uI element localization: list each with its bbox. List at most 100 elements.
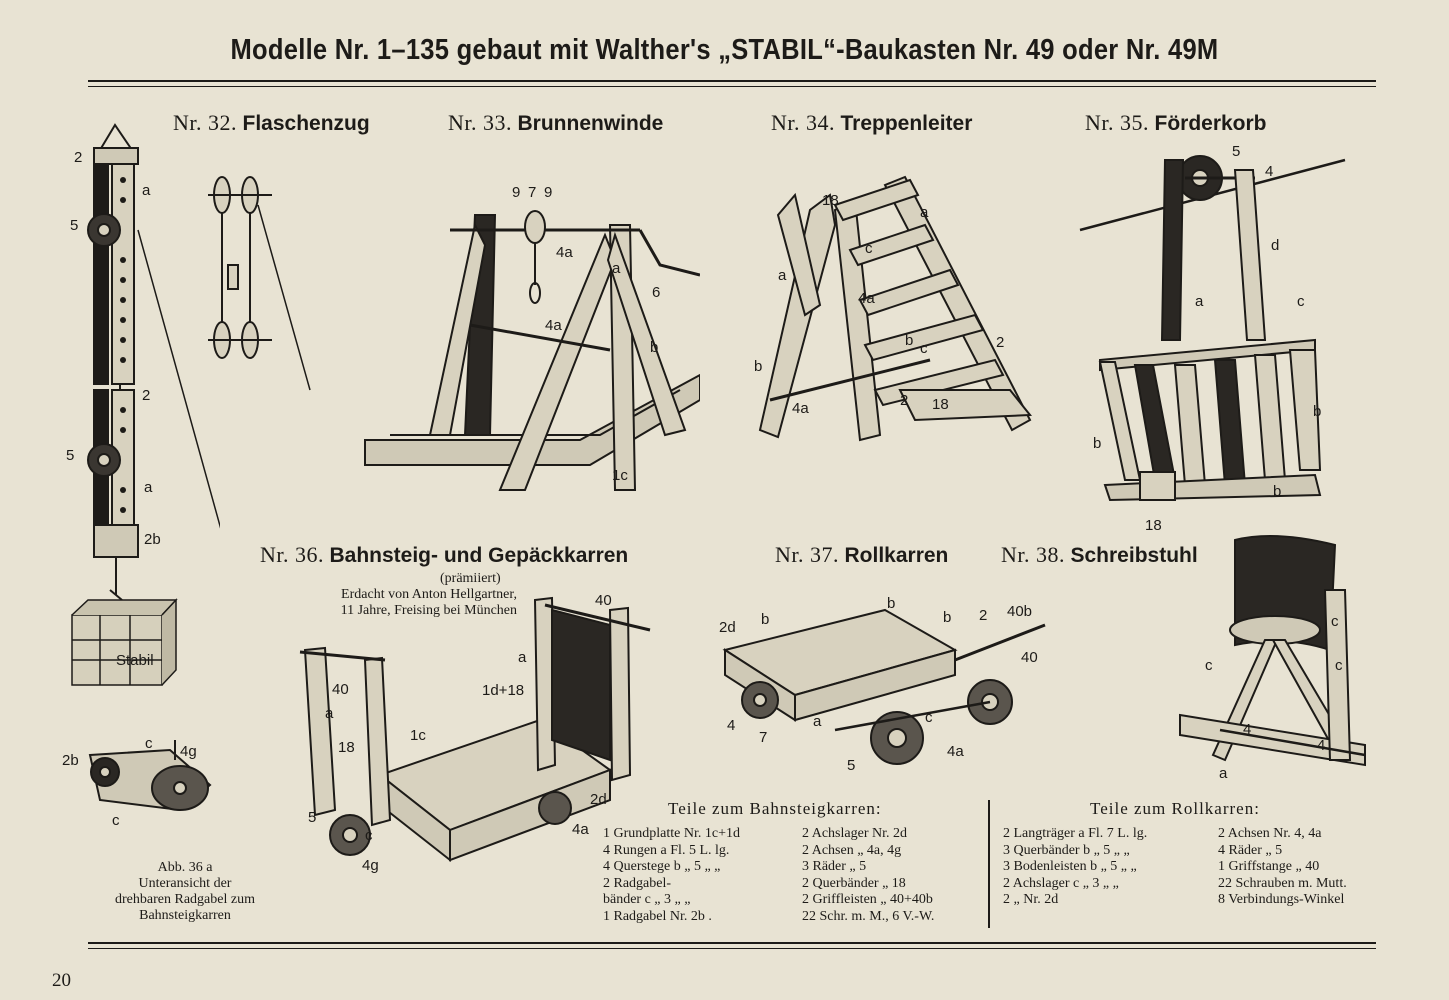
foerderkorb-label-c: c [1297, 293, 1305, 310]
model-36-title: Nr. 36. Bahnsteig- und Gepäckkarren [260, 542, 629, 567]
rollkarren-label-b3: b [943, 609, 951, 626]
top-rule-thin [88, 86, 1376, 87]
box-stabil-label: Stabil [116, 652, 154, 669]
model-34-title: Nr. 34. Treppenleiter [771, 110, 973, 135]
flaschenzug-label-a: a [142, 182, 151, 199]
foerderkorb-label-b2: b [1093, 435, 1101, 452]
bahnsteig-label-a: a [518, 649, 527, 666]
bahnsteig-label-2d: 2d [590, 791, 607, 808]
rollkarren-label-5: 5 [847, 757, 855, 774]
flaschenzug-label-5b: 5 [66, 447, 74, 464]
parts-bahnsteig-col1: 1 Grundplatte Nr. 1c+1d 4 Rungen a Fl. 5… [603, 826, 740, 924]
parts-divider [988, 800, 990, 928]
model-33-title: Nr. 33. Brunnenwinde [448, 110, 664, 135]
schreibstuhl-label-c3: c [1335, 657, 1343, 674]
rollkarren-label-b: b [761, 611, 769, 628]
page-number: 20 [52, 970, 71, 991]
bahnsteig-label-4g: 4g [362, 857, 379, 874]
bahnsteig-label-c: c [365, 827, 373, 844]
rollkarren-label-2: 2 [979, 607, 987, 624]
brunnenwinde-label-4a2: 4a [545, 317, 562, 334]
brunnenwinde-illustration: 9 7 9 4a a 6 4a b 1c [360, 175, 700, 510]
rollkarren-label-40: 40 [1021, 649, 1038, 666]
treppenleiter-label-2: 2 [996, 334, 1004, 351]
brunnenwinde-label-1c: 1c [612, 467, 628, 484]
rollkarren-label-a: a [813, 713, 822, 730]
schreibstuhl-label-4b: 4 [1317, 737, 1325, 754]
treppenleiter-label-2b: 2 [900, 392, 908, 409]
radgabel-illustration: 2b c 4g c [60, 730, 230, 830]
model-35-title: Nr. 35. Förderkorb [1085, 110, 1267, 135]
treppenleiter-label-18b: 18 [932, 396, 949, 413]
rollkarren-label-7: 7 [759, 729, 767, 746]
page-title: Modelle Nr. 1–135 gebaut mit Walther's „… [230, 34, 1219, 66]
foerderkorb-label-4: 4 [1265, 163, 1273, 180]
inventor-line-2: 11 Jahre, Freising bei München [340, 603, 517, 618]
figure-caption: Abb. 36 a Unteransicht der drehbaren Rad… [115, 860, 255, 923]
flaschenzug-label-2b: 2 [142, 387, 150, 404]
bahnsteig-label-5: 5 [308, 809, 316, 826]
brunnenwinde-label-4a: 4a [556, 244, 573, 261]
treppenleiter-label-c: c [865, 240, 873, 257]
top-rule [88, 80, 1376, 82]
bahnsteig-label-4a: 4a [572, 821, 589, 838]
treppenleiter-label-b2: b [754, 358, 762, 375]
bahnsteig-label-18: 18 [338, 739, 355, 756]
radgabel-label-4g: 4g [180, 743, 197, 760]
foerderkorb-label-b3: b [1273, 483, 1281, 500]
foerderkorb-label-18: 18 [1145, 517, 1162, 534]
schreibstuhl-label-4: 4 [1243, 721, 1251, 738]
rollkarren-label-4a: 4a [947, 743, 964, 760]
brunnenwinde-label-a: a [612, 260, 621, 277]
treppenleiter-label-a2: a [778, 267, 787, 284]
parts-rollkarren-col2: 2 Achsen Nr. 4, 4a 4 Räder „ 5 1 Griffst… [1218, 826, 1347, 907]
bahnsteig-label-1c: 1c [410, 727, 426, 744]
parts-rollkarren-title: Teile zum Rollkarren: [1090, 799, 1260, 818]
treppenleiter-illustration: 18 a a c 4a b c 2 b 4a 2 18 [740, 165, 1040, 455]
treppenleiter-label-a: a [920, 204, 929, 221]
flaschenzug-label-2: 2 [74, 149, 82, 166]
model-38-title: Nr. 38. Schreibstuhl [1001, 542, 1198, 567]
foerderkorb-label-5: 5 [1232, 143, 1240, 160]
parts-bahnsteig-col2: 2 Achslager Nr. 2d 2 Achsen „ 4a, 4g 3 R… [802, 826, 935, 924]
bahnsteig-label-a2: a [325, 705, 334, 722]
radgabel-label-2b: 2b [62, 752, 79, 769]
inventor-line-1: Erdacht von Anton Hellgartner, [341, 587, 517, 602]
treppenleiter-label-18: 18 [822, 192, 839, 209]
treppenleiter-label-b: b [905, 332, 913, 349]
brunnenwinde-label-7: 7 [528, 184, 536, 201]
radgabel-label-c2: c [112, 812, 120, 829]
brunnenwinde-label-9a: 9 [512, 184, 520, 201]
rollkarren-label-40b: 40b [1007, 603, 1032, 620]
schreibstuhl-label-c2: c [1205, 657, 1213, 674]
treppenleiter-label-4a2: 4a [792, 400, 809, 417]
foerderkorb-label-a: a [1195, 293, 1204, 310]
model-32-title: Nr. 32. Flaschenzug [173, 110, 370, 135]
model-37-title: Nr. 37. Rollkarren [775, 542, 949, 567]
schreibstuhl-label-a: a [1219, 765, 1228, 782]
bahnsteig-label-1d18: 1d+18 [482, 682, 524, 699]
bottom-rule [88, 942, 1376, 944]
schreibstuhl-label-c: c [1331, 613, 1339, 630]
bahnsteigkarren-illustration: 40 a 40 a 1d+18 18 1c 5 c 4g 2d 4a [290, 590, 660, 880]
foerderkorb-label-b: b [1313, 403, 1321, 420]
rollkarren-label-4: 4 [727, 717, 735, 734]
bahnsteig-label-40b: 40 [332, 681, 349, 698]
parts-rollkarren-col1: 2 Langträger a Fl. 7 L. lg. 3 Querbänder… [1003, 826, 1148, 907]
rollkarren-label-c: c [925, 709, 933, 726]
radgabel-label-c: c [145, 735, 153, 752]
treppenleiter-label-c2: c [920, 340, 928, 357]
flaschenzug-label-5: 5 [70, 217, 78, 234]
brunnenwinde-label-6: 6 [652, 284, 660, 301]
rollkarren-label-2d: 2d [719, 619, 736, 636]
foerderkorb-label-d: d [1271, 237, 1279, 254]
treppenleiter-label-4a: 4a [858, 290, 875, 307]
rollkarren-illustration: 2d b b b 2 40b 40 4 7 a c 5 4a [715, 590, 1055, 785]
foerderkorb-illustration: 5 4 d a c b b b 18 [1075, 140, 1375, 535]
bottom-rule-thin [88, 948, 1376, 949]
schreibstuhl-illustration: c c c 4 4 a [1165, 530, 1375, 785]
rollkarren-label-b2: b [887, 595, 895, 612]
flaschenzug-label-2b-hook: 2b [144, 531, 161, 548]
flaschenzug-label-a2: a [144, 479, 153, 496]
award-note: (prämiiert) [440, 571, 501, 586]
